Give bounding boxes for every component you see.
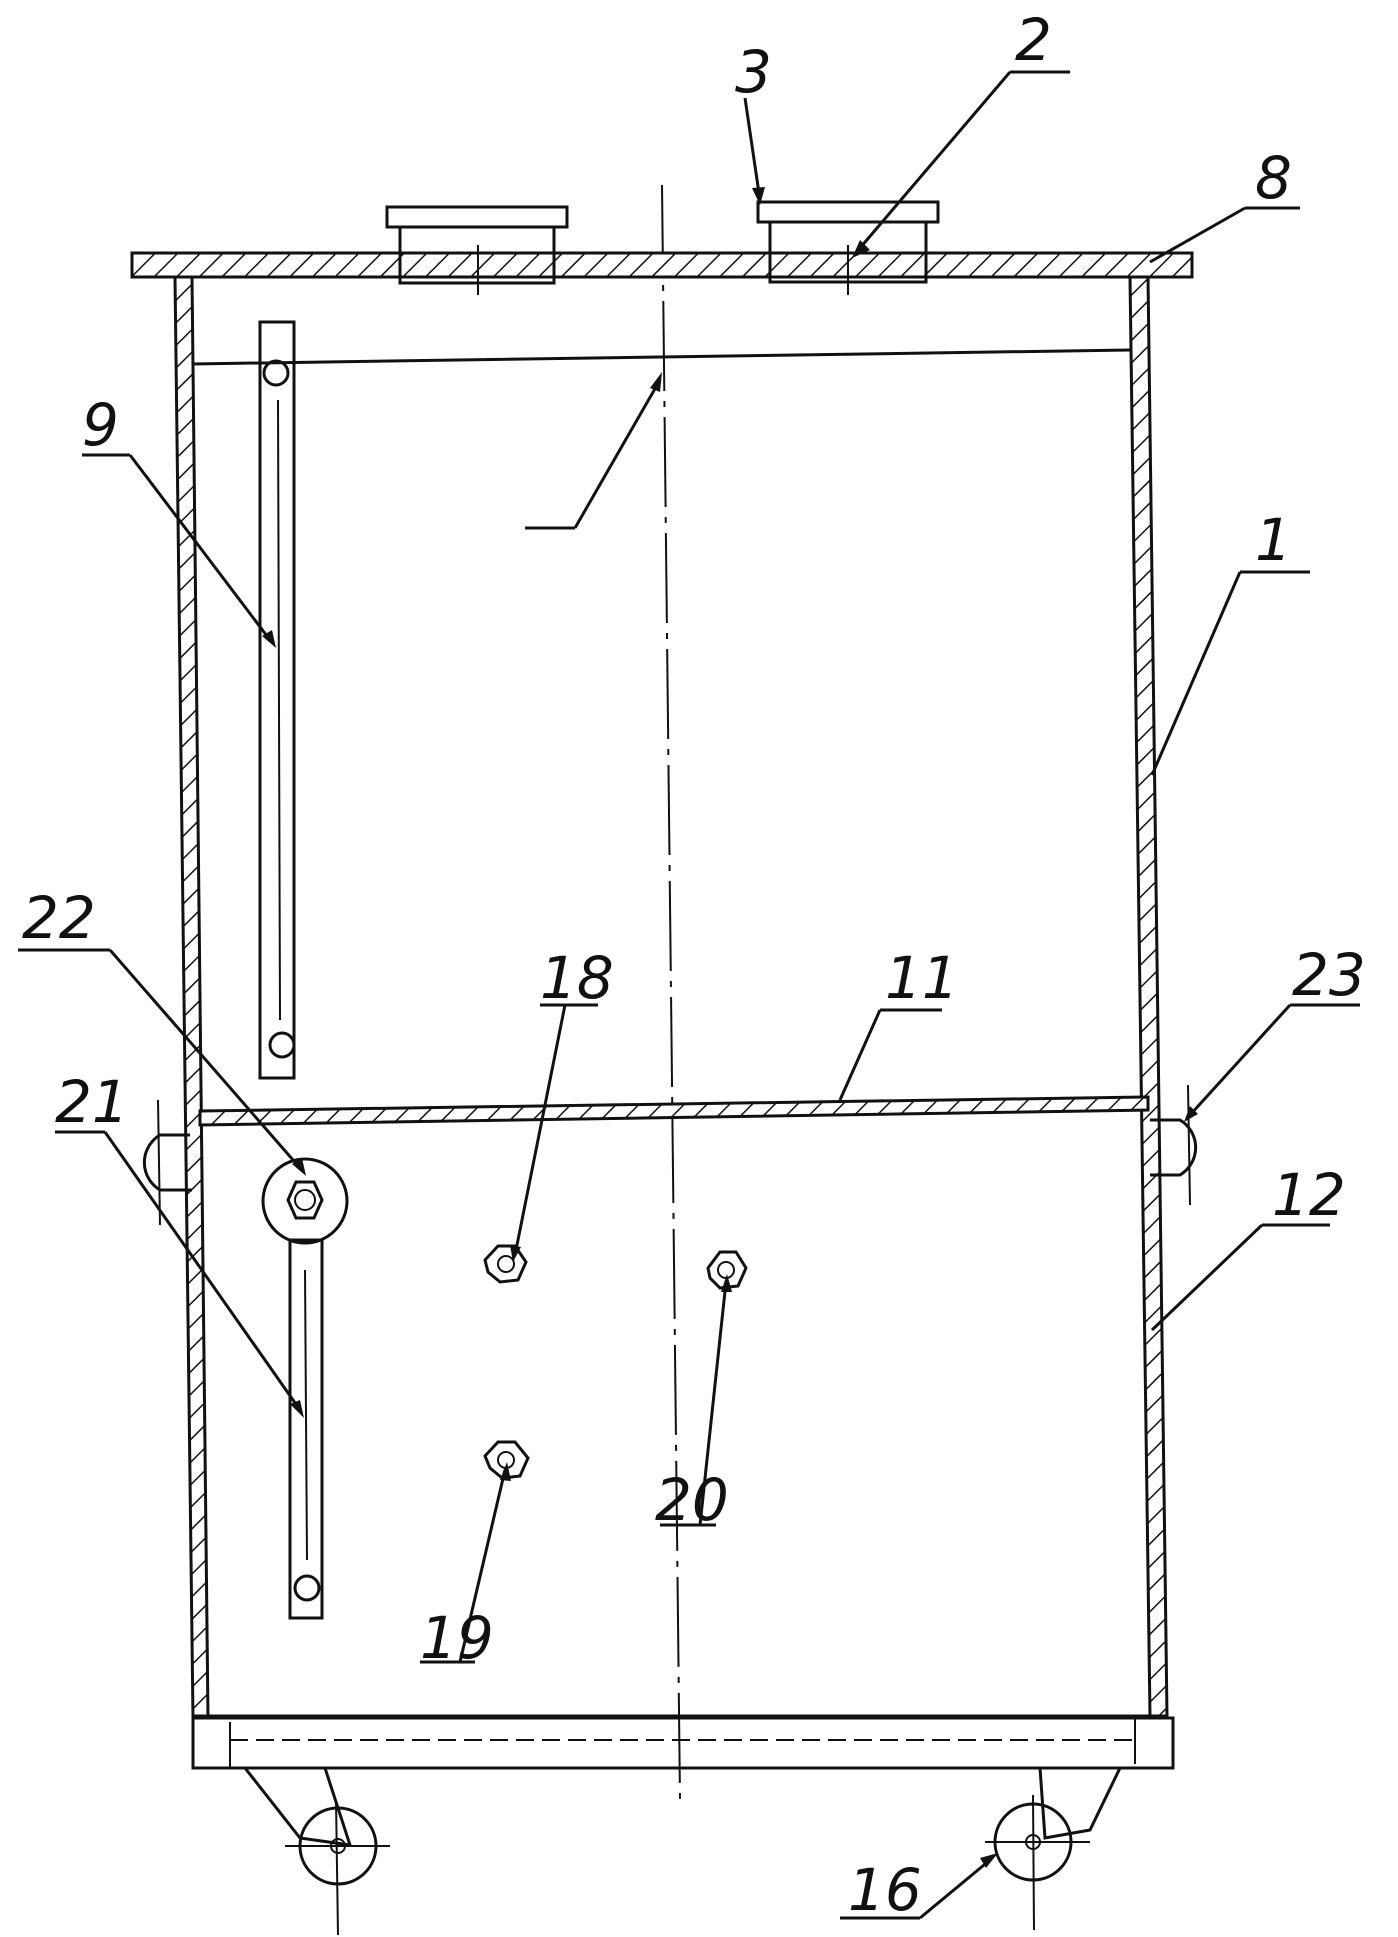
callout-9: 9 bbox=[82, 391, 276, 648]
label-2: 2 bbox=[1015, 6, 1052, 74]
callout-21: 21 bbox=[55, 1068, 304, 1418]
label-18: 18 bbox=[540, 944, 614, 1012]
callout-1: 1 bbox=[1150, 506, 1310, 776]
callout-3: 3 bbox=[735, 38, 772, 205]
label-1: 1 bbox=[1255, 506, 1292, 574]
left-caster bbox=[241, 1766, 390, 1936]
callout-18: 18 bbox=[510, 944, 614, 1262]
left-inlet-port bbox=[385, 205, 569, 295]
left-side-lug bbox=[142, 1099, 192, 1226]
callout-8: 8 bbox=[1149, 144, 1300, 264]
gauge-valve bbox=[261, 1157, 349, 1245]
center-axis-line bbox=[661, 184, 681, 1801]
callout-19: 19 bbox=[420, 1462, 511, 1672]
lower-level-gauge bbox=[288, 1238, 324, 1620]
callout-12: 12 bbox=[1150, 1161, 1346, 1332]
base-frame bbox=[191, 1716, 1175, 1770]
middle-partition-plate bbox=[198, 1095, 1150, 1127]
callout-2: 2 bbox=[852, 6, 1070, 258]
callout-23: 23 bbox=[1184, 941, 1366, 1122]
label-12: 12 bbox=[1272, 1161, 1346, 1229]
right-side-lug bbox=[1150, 1084, 1198, 1206]
label-16: 16 bbox=[848, 1856, 922, 1924]
label-23: 23 bbox=[1292, 941, 1366, 1009]
unlabeled-leader bbox=[525, 372, 662, 530]
upper-level-line bbox=[191, 348, 1131, 366]
label-21: 21 bbox=[55, 1068, 129, 1136]
label-3: 3 bbox=[735, 38, 772, 106]
left-wall bbox=[173, 275, 210, 1720]
callout-20: 20 bbox=[655, 1274, 732, 1534]
label-11: 11 bbox=[885, 944, 959, 1012]
label-8: 8 bbox=[1255, 144, 1292, 212]
upper-level-gauge bbox=[258, 320, 296, 1080]
callout-16: 16 bbox=[840, 1853, 998, 1924]
label-9: 9 bbox=[82, 391, 119, 459]
callout-22: 22 bbox=[18, 884, 306, 1176]
right-wall bbox=[1128, 275, 1169, 1718]
top-cover-plate bbox=[130, 251, 1194, 279]
sampling-valve-18 bbox=[483, 1244, 528, 1284]
label-20: 20 bbox=[655, 1466, 729, 1534]
right-caster bbox=[985, 1766, 1123, 1931]
right-inlet-port bbox=[756, 200, 940, 295]
label-22: 22 bbox=[22, 884, 96, 952]
callout-11: 11 bbox=[838, 944, 959, 1101]
